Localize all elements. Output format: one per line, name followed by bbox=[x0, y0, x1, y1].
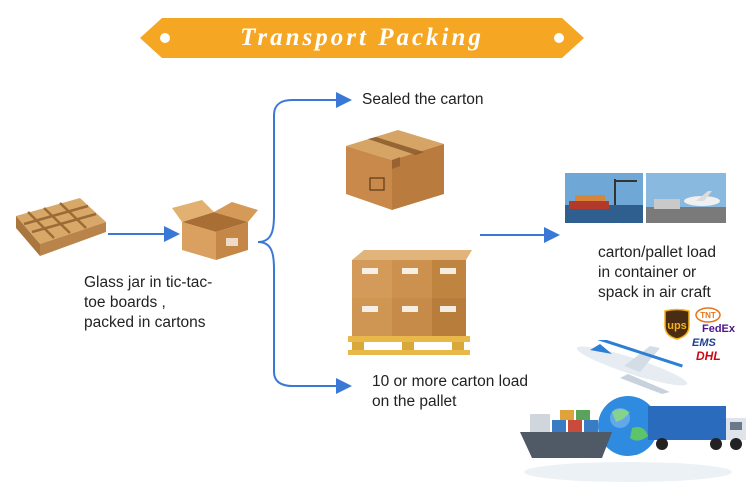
svg-text:EMS: EMS bbox=[692, 337, 717, 349]
svg-text:TNT: TNT bbox=[700, 311, 716, 320]
glass-jar-label: Glass jar in tic-tac- toe boards , packe… bbox=[84, 274, 213, 331]
svg-text:ups: ups bbox=[667, 320, 687, 332]
cargo-plane-photo bbox=[646, 173, 726, 223]
title-banner bbox=[140, 18, 584, 58]
logistics-illustration bbox=[520, 340, 746, 482]
ups-logo-icon: ups bbox=[664, 308, 690, 340]
sealed-carton-label: Sealed the carton bbox=[362, 91, 484, 108]
tnt-logo-icon: TNT bbox=[695, 307, 721, 323]
container-truck-icon bbox=[648, 406, 746, 450]
open-carton-icon bbox=[172, 200, 258, 260]
dhl-logo-icon: DHL bbox=[696, 349, 721, 363]
svg-text:FedEx: FedEx bbox=[702, 323, 736, 335]
container-label: carton/pallet load in container or spack… bbox=[598, 244, 717, 301]
sealed-carton-icon bbox=[346, 130, 444, 210]
page-title: Transport Packing bbox=[240, 24, 484, 51]
cargo-ship-icon bbox=[520, 410, 612, 458]
pallet-label: 10 or more carton load on the pallet bbox=[372, 373, 528, 410]
svg-text:DHL: DHL bbox=[696, 349, 721, 363]
arrow-bracket bbox=[257, 92, 352, 243]
airplane-icon bbox=[576, 340, 688, 394]
tic-tac-toe-board-icon bbox=[16, 198, 106, 256]
container-port-photo bbox=[565, 173, 643, 223]
fedex-logo-icon: FedEx bbox=[702, 323, 736, 335]
pallet-cartons-icon bbox=[348, 250, 472, 355]
globe-icon bbox=[598, 396, 658, 456]
ems-logo-icon: EMS bbox=[692, 337, 717, 349]
